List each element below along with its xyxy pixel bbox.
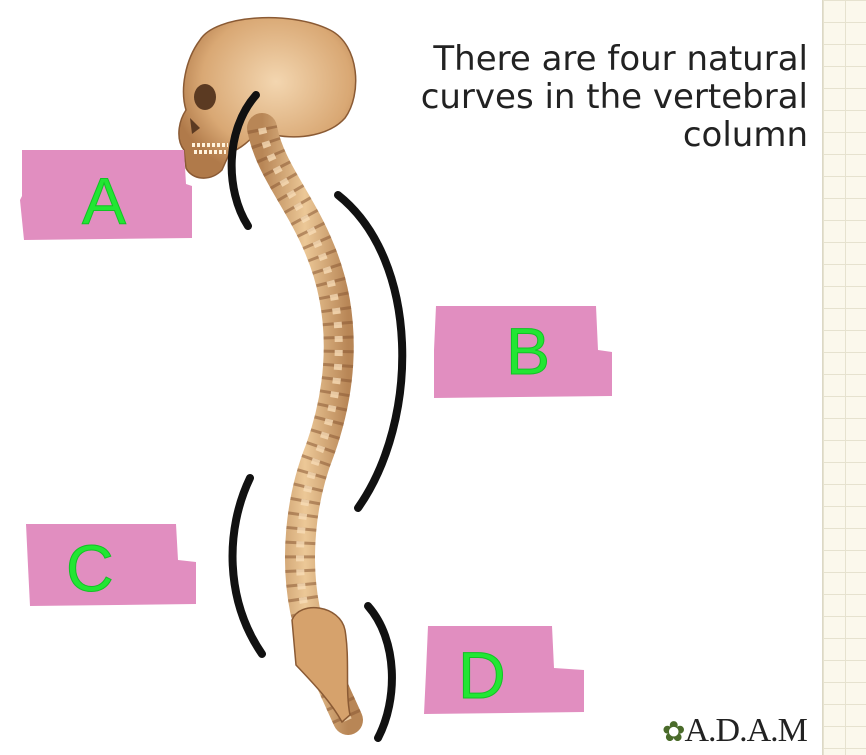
label-boxes: [20, 150, 612, 714]
label-box-a: [20, 150, 192, 240]
diagram-caption: There are four natural curves in the ver…: [388, 40, 808, 154]
label-box-b: [434, 306, 612, 398]
brand-text: A.D.A.M: [684, 712, 807, 749]
thoracic-bracket: [334, 191, 407, 512]
vertebral-column-illustration: [247, 113, 363, 735]
caption-line-1: There are four natural: [433, 39, 808, 79]
caption-line-2: curves in the vertebral: [420, 77, 808, 117]
notebook-grid-margin: [822, 0, 866, 755]
lumbar-bracket: [228, 474, 266, 658]
sacral-bracket: [364, 602, 396, 742]
cervical-bracket: [227, 91, 260, 230]
leaf-icon: ✿: [662, 717, 685, 748]
label-box-c: [26, 524, 196, 606]
label-a: A: [81, 164, 127, 238]
adam-logo: ✿A.D.A.M: [662, 712, 808, 750]
label-box-d: [424, 626, 584, 714]
label-b: B: [505, 314, 551, 388]
curve-brackets: [227, 91, 407, 742]
label-d: D: [458, 638, 507, 712]
label-c: C: [66, 531, 115, 605]
skull-illustration: [178, 16, 357, 179]
caption-line-3: column: [682, 115, 808, 155]
